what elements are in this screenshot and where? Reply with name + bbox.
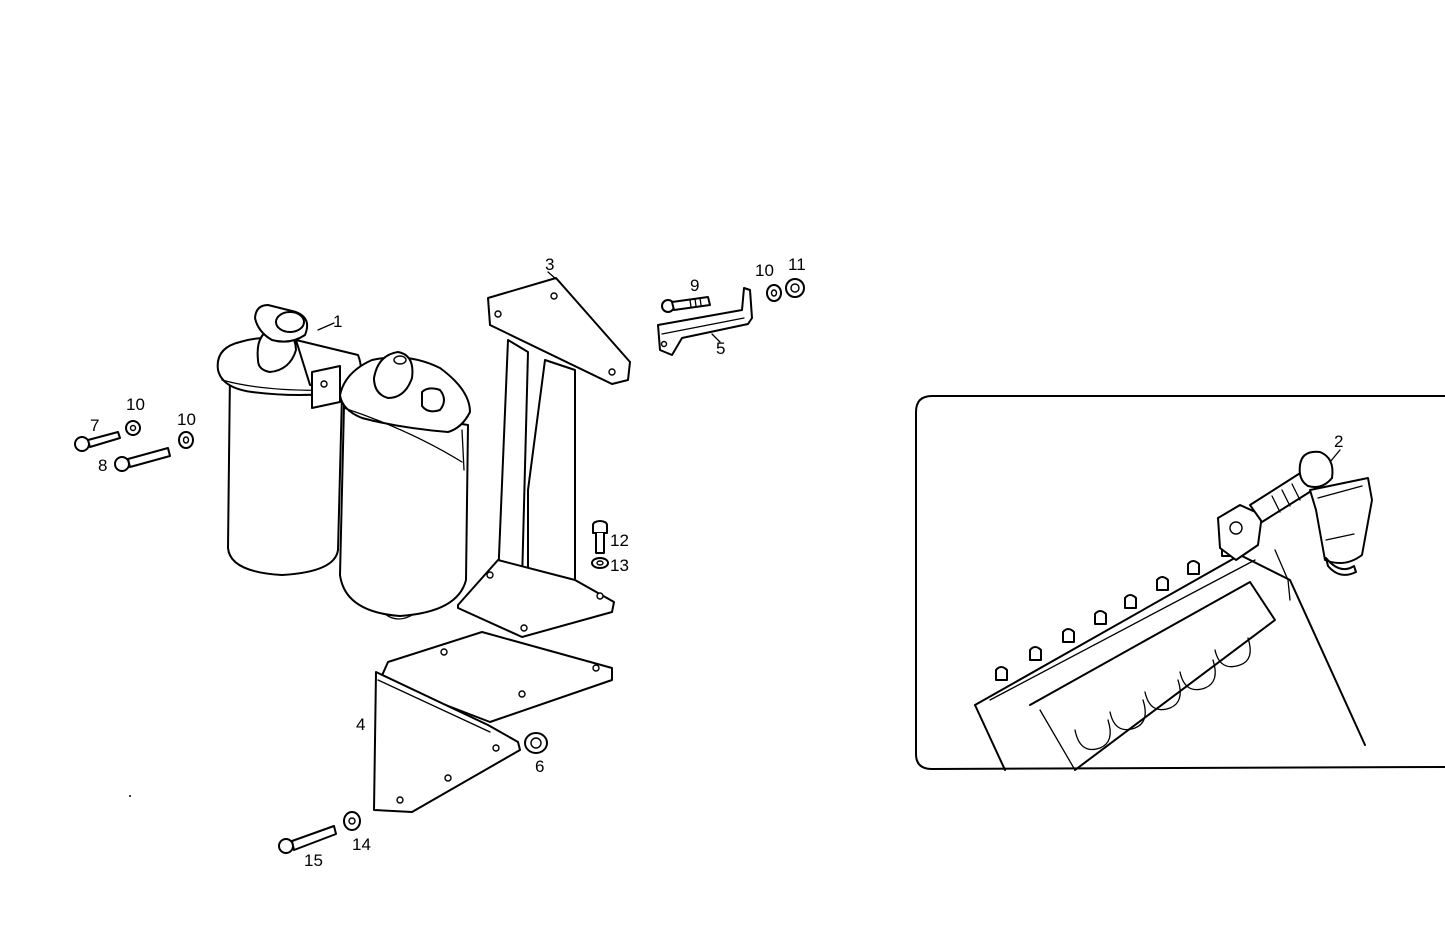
callout-2: 2 [1334,432,1343,451]
callout-15: 15 [304,851,323,870]
washer-10-left-b [178,431,194,449]
callout-10-top: 10 [755,261,774,280]
base-angle-bracket [373,631,613,813]
bolt-8 [114,447,171,472]
callout-9: 9 [690,276,699,295]
callout-10-left-a: 10 [126,395,145,414]
leader-lines [317,271,1341,463]
bolt-12 [592,520,608,554]
nut-11 [785,278,805,298]
callout-10-left-b: 10 [177,410,196,429]
twin-filter-assembly [216,304,471,620]
callout-6: 6 [535,757,544,776]
callout-5: 5 [716,339,725,358]
washer-10-left-a [125,420,141,436]
callout-3: 3 [545,255,554,274]
bolt-7 [74,431,121,452]
callout-7: 7 [90,416,99,435]
callout-14: 14 [352,835,371,854]
bolt-15 [278,825,337,854]
bolt-9 [661,296,711,313]
small-angle-bracket [657,287,753,356]
nut-6 [524,732,548,754]
callout-1: 1 [333,312,342,331]
callout-11: 11 [788,255,806,274]
callout-8: 8 [98,456,107,475]
inset-detail-view [915,395,1445,771]
callout-labels: 1 2 3 4 5 6 7 8 9 10 10 10 11 12 13 14 1… [90,255,1343,870]
washer-10-top [766,284,782,302]
stray-mark [129,795,131,797]
callout-4: 4 [356,715,365,734]
callout-12: 12 [610,531,629,550]
upright-support-bracket [457,277,631,638]
callout-13: 13 [610,556,629,575]
washer-14 [343,811,361,831]
injector-nozzles [995,542,1234,681]
washer-13 [591,557,609,569]
